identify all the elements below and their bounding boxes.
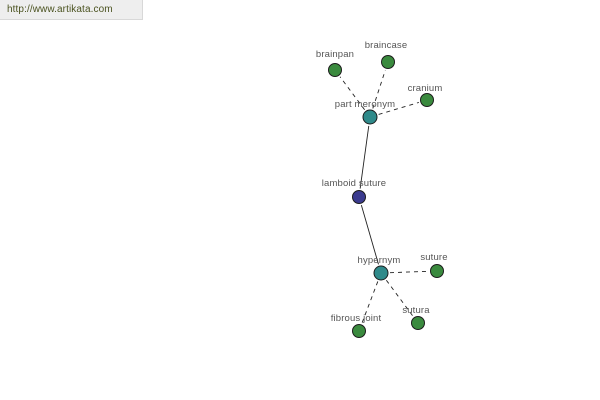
graph-node-fibrous-joint[interactable] xyxy=(352,324,366,338)
graph-edge xyxy=(339,76,365,111)
graph-node-suture[interactable] xyxy=(430,264,444,278)
graph-node-cranium[interactable] xyxy=(420,93,434,107)
graph-node-brainpan[interactable] xyxy=(328,63,342,77)
graph-node-braincase[interactable] xyxy=(381,55,395,69)
graph-edge xyxy=(385,279,414,317)
graph-edge xyxy=(361,281,379,324)
graph-node-hypernym[interactable] xyxy=(373,265,389,281)
graph-node-sutura[interactable] xyxy=(411,316,425,330)
graph-edge xyxy=(372,69,386,109)
url-bar[interactable]: http://www.artikata.com xyxy=(0,0,143,20)
graph-edge xyxy=(378,101,419,115)
url-text: http://www.artikata.com xyxy=(7,4,113,15)
graph-edge xyxy=(360,205,379,265)
graph-edge xyxy=(389,270,429,274)
graph-node-part-meronym[interactable] xyxy=(362,109,378,125)
graph-edge xyxy=(359,125,370,189)
graph-node-lamboid-suture[interactable] xyxy=(352,190,366,204)
